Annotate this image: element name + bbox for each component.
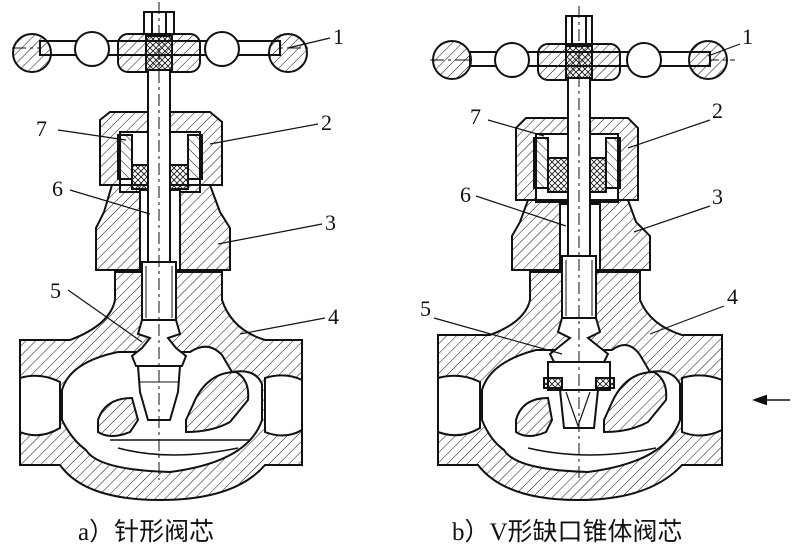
needle-valve-drawing	[12, 2, 331, 502]
caption-v-notch-valve: b）V形缺口锥体阀芯	[452, 519, 683, 546]
label-3-b: 3	[712, 184, 723, 209]
leaders-b	[433, 43, 741, 355]
handwheel-a	[12, 11, 310, 73]
label-2-a: 2	[321, 110, 332, 135]
arrow-left-icon	[752, 394, 790, 406]
label-6-a: 6	[52, 176, 63, 201]
label-1-b: 1	[742, 24, 753, 49]
label-2-b: 2	[712, 98, 723, 123]
leaders-a	[57, 37, 331, 343]
handwheel-b	[430, 15, 735, 81]
label-6-b: 6	[460, 182, 471, 207]
caption-needle-valve: a）针形阀芯	[78, 519, 215, 546]
label-3-a: 3	[325, 210, 336, 235]
label-7-b: 7	[470, 104, 481, 129]
v-notch-valve-drawing	[430, 6, 790, 502]
label-4-b: 4	[727, 284, 738, 309]
label-4-a: 4	[328, 304, 339, 329]
label-1-a: 1	[333, 24, 344, 49]
label-5-a: 5	[50, 278, 61, 303]
label-5-b: 5	[420, 296, 431, 321]
label-7-a: 7	[36, 116, 47, 141]
